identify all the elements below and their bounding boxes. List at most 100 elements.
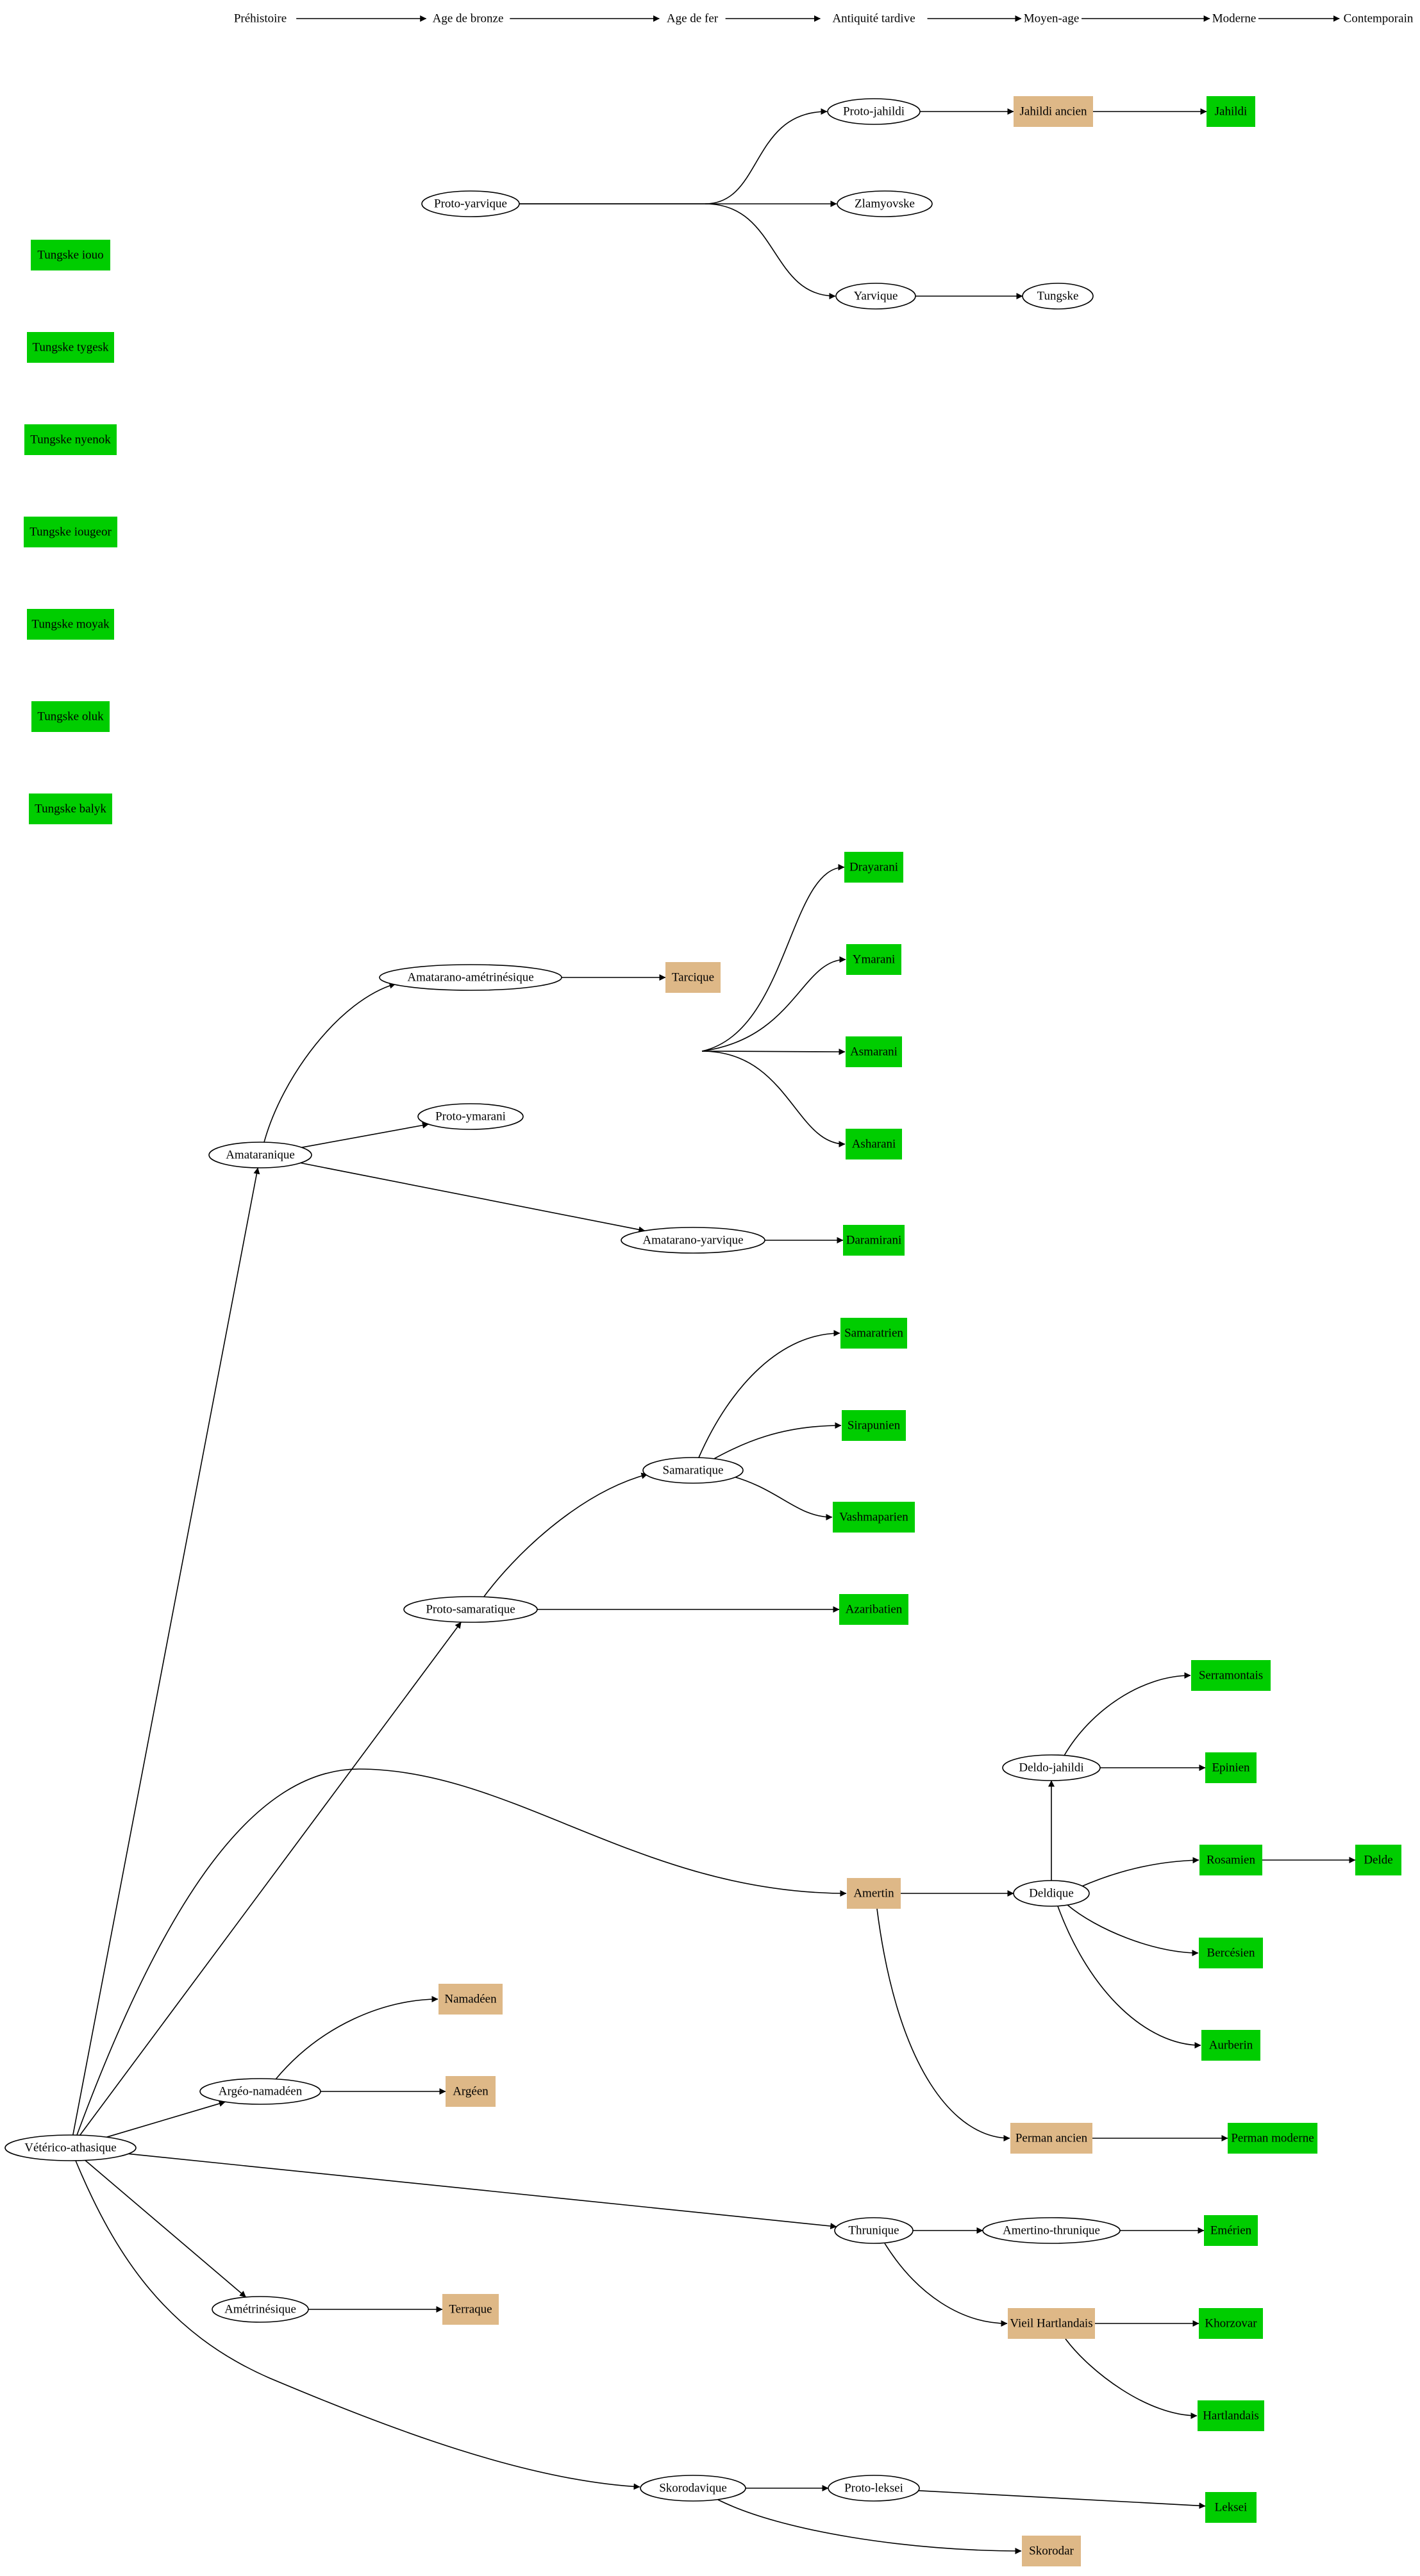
tan-box-node-argeen: Argéen bbox=[446, 2076, 496, 2107]
node-box bbox=[1199, 1938, 1263, 1968]
edge-arrow bbox=[701, 956, 846, 1052]
ellipse-node-tungske: Tungske bbox=[1022, 283, 1094, 310]
node-label: Amatarano-amétrinésique bbox=[407, 971, 533, 985]
green-box-node-tungske-tygesk: Tungske tygesk bbox=[27, 332, 114, 363]
green-box-node-daramirani: Daramirani bbox=[843, 1225, 905, 1256]
node-label: Vieil Hartlandais bbox=[1010, 2317, 1092, 2331]
green-box-node-serramontais: Serramontais bbox=[1191, 1660, 1271, 1691]
timeline-period-label: Préhistoire bbox=[234, 12, 287, 26]
timeline-period-label: Moyen-age bbox=[1024, 12, 1080, 26]
node-label: Skorodar bbox=[1029, 2545, 1074, 2558]
ellipse-node-thrunique: Thrunique bbox=[834, 2217, 914, 2244]
tan-box-node-amertin: Amertin bbox=[847, 1878, 901, 1909]
node-label: Jahildi ancien bbox=[1020, 105, 1087, 119]
ellipse-node-amataranique: Amataranique bbox=[208, 1142, 312, 1168]
node-label: Tungske nyenok bbox=[30, 433, 111, 447]
node-ellipse bbox=[4, 2134, 137, 2161]
node-label: Tungske balyk bbox=[35, 802, 106, 816]
node-box bbox=[846, 944, 901, 975]
node-label: Perman moderne bbox=[1231, 2132, 1314, 2145]
node-ellipse bbox=[827, 98, 921, 125]
green-box-node-tungske-balyk: Tungske balyk bbox=[29, 794, 112, 824]
node-label: Tungske tygesk bbox=[32, 341, 109, 354]
timeline-period-label: Antiquité tardive bbox=[832, 12, 915, 26]
edge-arrow bbox=[72, 1167, 260, 2136]
node-label: Asmarani bbox=[850, 1045, 898, 1059]
green-box-node-hartlandais: Hartlandais bbox=[1198, 2400, 1264, 2431]
ellipse-node-argeo-namadeen: Argéo-namadéen bbox=[199, 2078, 321, 2105]
node-label: Amatarano-yarvique bbox=[642, 1234, 743, 1247]
edge-arrow bbox=[701, 864, 845, 1052]
green-box-node-azaribatien: Azaribatien bbox=[839, 1594, 908, 1625]
ellipse-node-ametrinesique: Amétrinésique bbox=[212, 2296, 309, 2323]
node-box bbox=[446, 2076, 496, 2107]
node-label: Jahildi bbox=[1215, 105, 1248, 119]
edge-arrow bbox=[263, 982, 396, 1143]
node-label: Daramirani bbox=[846, 1234, 902, 1247]
node-label: Argéo-namadéen bbox=[219, 2085, 303, 2098]
node-label: Thrunique bbox=[848, 2224, 899, 2238]
node-label: Skorodavique bbox=[659, 2482, 727, 2495]
edge-layer bbox=[72, 108, 1356, 2554]
node-label: Proto-jahildi bbox=[843, 105, 905, 119]
edge-arrow bbox=[300, 1162, 646, 1233]
green-box-node-emerien: Emérien bbox=[1204, 2215, 1258, 2246]
edge-arrow bbox=[717, 2499, 1022, 2554]
node-box bbox=[1191, 1660, 1271, 1691]
node-label: Deldo-jahildi bbox=[1019, 1761, 1083, 1775]
node-box bbox=[31, 240, 110, 270]
node-ellipse bbox=[208, 1142, 312, 1168]
edge-arrow bbox=[76, 1768, 847, 2136]
green-box-node-tungske-iouo: Tungske iouo bbox=[31, 240, 110, 270]
green-box-node-jahildi: Jahildi bbox=[1207, 96, 1255, 127]
ellipse-node-proto-samaratique: Proto-samaratique bbox=[403, 1596, 538, 1623]
node-ellipse bbox=[982, 2217, 1121, 2244]
node-box bbox=[27, 332, 114, 363]
green-box-node-asharani: Asharani bbox=[846, 1129, 902, 1159]
node-box bbox=[439, 1984, 503, 2015]
node-box bbox=[847, 1878, 901, 1909]
node-label: Vétérico-athasique bbox=[24, 2141, 116, 2155]
node-box bbox=[442, 2294, 499, 2325]
node-box bbox=[1207, 96, 1255, 127]
node-box bbox=[844, 852, 903, 883]
tan-box-node-tarcique: Tarcique bbox=[665, 962, 721, 993]
node-box bbox=[1199, 2308, 1263, 2339]
node-label: Proto-yarvique bbox=[434, 197, 507, 211]
green-box-node-drayarani: Drayarani bbox=[844, 852, 903, 883]
timeline-period-label: Moderne bbox=[1212, 12, 1257, 26]
node-label: Argéen bbox=[453, 2085, 489, 2098]
node-box bbox=[665, 962, 721, 993]
node-ellipse bbox=[212, 2296, 309, 2323]
node-ellipse bbox=[417, 1103, 524, 1130]
green-box-node-ymarani: Ymarani bbox=[846, 944, 901, 975]
node-label: Tungske iougeor bbox=[29, 526, 112, 539]
tan-box-node-terraque: Terraque bbox=[442, 2294, 499, 2325]
node-label: Yarvique bbox=[854, 290, 898, 303]
edge-arrow bbox=[1064, 1672, 1191, 1756]
edge-arrow bbox=[519, 108, 828, 204]
node-box bbox=[1010, 2123, 1092, 2154]
edge-arrow bbox=[701, 1051, 846, 1147]
edge-arrow bbox=[711, 1422, 842, 1461]
node-label: Deldique bbox=[1029, 1887, 1074, 1900]
node-label: Drayarani bbox=[849, 861, 898, 874]
green-box-node-vashmaparien: Vashmaparien bbox=[833, 1502, 915, 1533]
node-label: Namadéen bbox=[444, 1993, 497, 2006]
node-box bbox=[1199, 1845, 1262, 1875]
node-box bbox=[1355, 1845, 1401, 1875]
node-box bbox=[24, 517, 117, 547]
tan-box-node-namadeen: Namadéen bbox=[439, 1984, 503, 2015]
edge-arrow bbox=[275, 1996, 439, 2080]
node-label: Azaribatien bbox=[846, 1603, 903, 1616]
edge-arrow bbox=[106, 2100, 226, 2138]
node-box bbox=[1198, 2400, 1264, 2431]
tan-box-node-skorodar: Skorodar bbox=[1022, 2536, 1081, 2566]
node-label: Amétrinésique bbox=[224, 2303, 296, 2316]
node-label: Aurberin bbox=[1209, 2039, 1253, 2052]
tan-box-node-perman-ancien: Perman ancien bbox=[1010, 2123, 1092, 2154]
node-label: Khorzovar bbox=[1205, 2317, 1257, 2331]
node-ellipse bbox=[834, 2217, 914, 2244]
green-box-node-leksei: Leksei bbox=[1205, 2492, 1257, 2523]
